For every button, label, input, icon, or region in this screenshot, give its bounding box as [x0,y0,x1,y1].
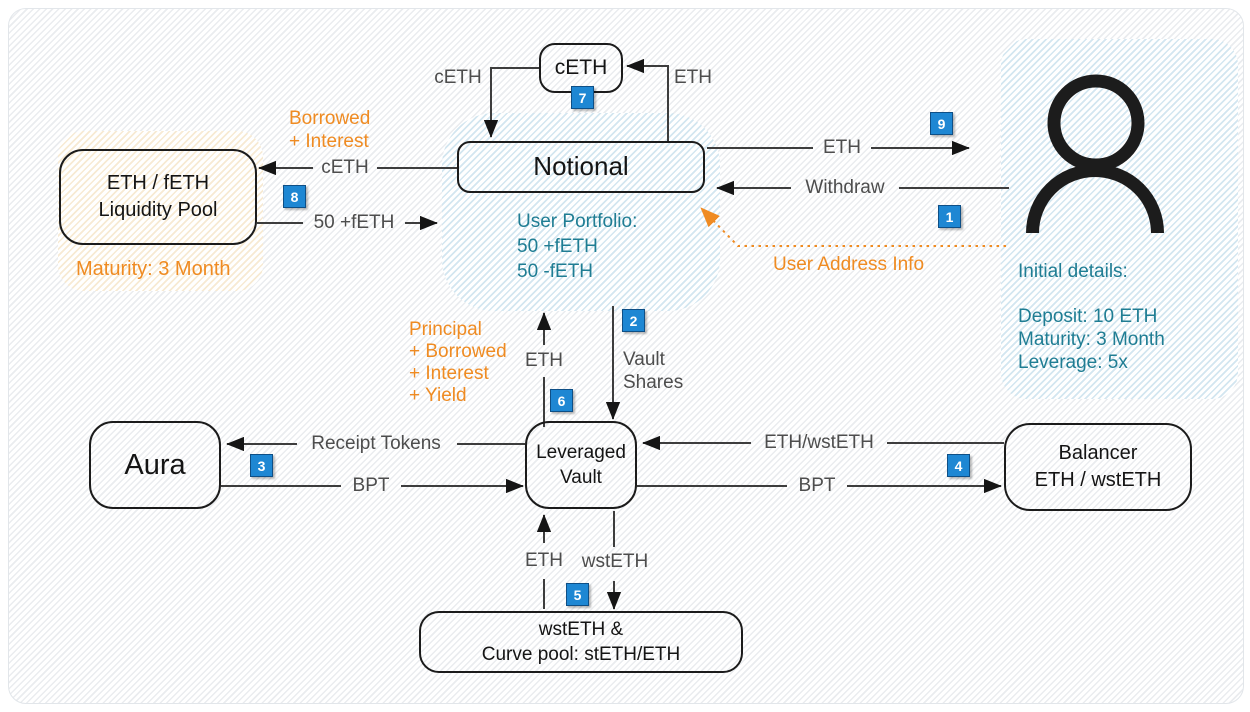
label-eth-loop: ETH [674,67,712,88]
node-balancer-line2: ETH / wstETH [1034,469,1162,491]
node-notional: Notional [457,141,705,193]
diagram-canvas: cETH Notional ETH / fETH Liquidity Pool … [8,8,1244,704]
borrowed-line1: Borrowed [289,108,371,129]
step-badge-6: 6 [550,389,573,412]
label-eth-user: ETH [823,137,861,158]
label-eth-wsteth: ETH/wstETH [764,432,874,453]
portfolio-line3: 50 -fETH [517,261,594,282]
label-bpt-aura: BPT [352,475,390,496]
liquidity-pool-region [58,131,263,291]
portfolio-line1: User Portfolio: [517,211,638,232]
annotation-principal-block: Principal + Borrowed + Interest + Yield [409,319,507,407]
label-bpt-balancer: BPT [798,475,836,496]
label-ceth-out: cETH [321,157,369,178]
edge-ceth-to-notional [483,67,539,138]
edge-user-address-info [700,207,1006,247]
connector-layer [221,58,1164,610]
label-feth-out: 50 +fETH [313,212,395,233]
node-balancer: Balancer ETH / wstETH [1004,423,1192,511]
step-badge-4: 4 [947,454,970,477]
step-badge-9: 9 [930,112,953,135]
details-line1: Deposit: 10 ETH [1018,306,1158,327]
node-balancer-line1: Balancer [1058,442,1138,464]
label-wsteth-down: wstETH [581,551,649,572]
label-vault-shares: Vault Shares [623,348,683,394]
step-badge-8: 8 [283,185,306,208]
step-badge-7: 7 [571,86,594,109]
edge-eth-to-ceth [626,58,669,141]
node-curve-pool-line1: wstETH & [538,619,624,640]
node-leveraged-vault-line1: Leveraged [536,442,626,463]
node-ceth-label: cETH [554,56,608,80]
annotation-initial-details: Deposit: 10 ETH Maturity: 3 Month Levera… [1018,305,1165,374]
details-line2: Maturity: 3 Month [1018,329,1165,350]
node-notional-label: Notional [533,151,629,182]
user-icon [1026,74,1164,234]
principal-line2: + Borrowed [409,341,507,362]
step-badge-5: 5 [566,583,589,606]
principal-line4: + Yield [409,385,467,406]
annotation-user-address-info: User Address Info [773,254,925,275]
node-aura: Aura [89,421,221,509]
details-line3: Leverage: 5x [1018,352,1128,373]
borrowed-line2: + Interest [289,131,369,152]
principal-line3: + Interest [409,363,489,384]
step-badge-3: 3 [250,454,273,477]
label-eth-bottom: ETH [525,550,563,571]
label-receipt-tokens: Receipt Tokens [311,433,441,454]
annotation-borrowed-interest: Borrowed + Interest [289,107,370,153]
principal-line1: Principal [409,319,482,340]
node-curve-pool: wstETH & Curve pool: stETH/ETH [419,611,743,673]
node-leveraged-vault: Leveraged Vault [525,421,637,509]
label-vault-shares-line1: Vault [623,349,665,370]
annotation-user-portfolio: User Portfolio: 50 +fETH 50 -fETH [517,209,637,284]
step-badge-2: 2 [622,309,645,332]
label-ceth-loop: cETH [434,67,482,88]
label-vault-shares-line2: Shares [623,372,684,393]
label-eth-up: ETH [525,350,563,371]
label-withdraw: Withdraw [805,177,885,198]
annotation-initial-details-title: Initial details: [1018,261,1128,282]
annotation-maturity: Maturity: 3 Month [76,258,231,280]
node-aura-label: Aura [124,448,186,481]
portfolio-line2: 50 +fETH [517,236,598,257]
notional-region [442,113,720,311]
step-badge-1: 1 [938,205,961,228]
node-liquidity-pool-line2: Liquidity Pool [98,199,218,221]
node-liquidity-pool: ETH / fETH Liquidity Pool [59,149,257,245]
node-leveraged-vault-line2: Vault [560,467,602,488]
node-curve-pool-line2: Curve pool: stETH/ETH [481,644,681,665]
node-liquidity-pool-line1: ETH / fETH [106,172,210,194]
